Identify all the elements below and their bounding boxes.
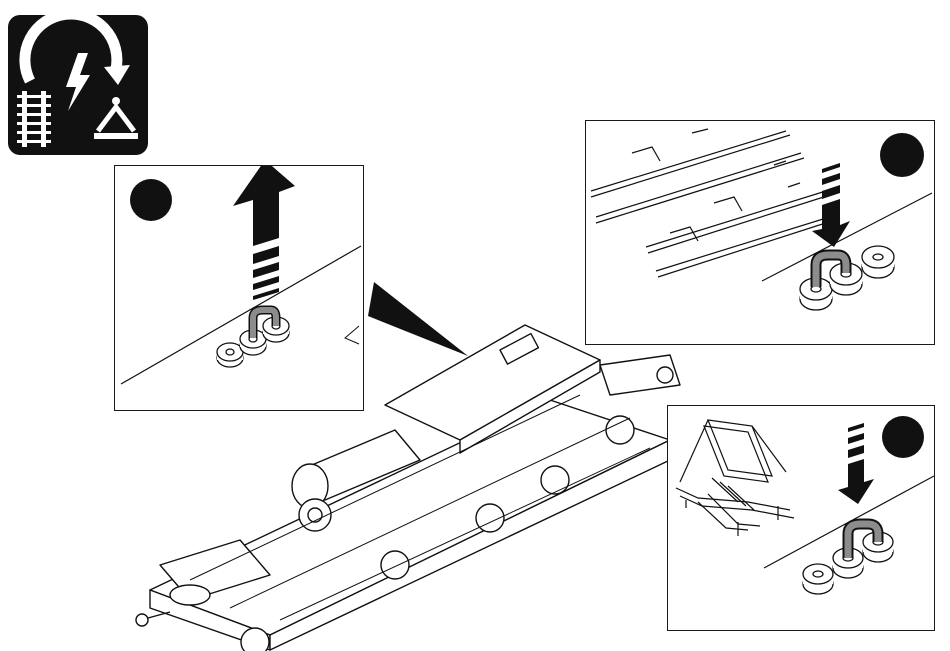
step-panel-remove-plug xyxy=(114,165,364,411)
step-badge xyxy=(880,133,924,177)
step-panel-catenary-position xyxy=(667,405,935,631)
jumper-plug xyxy=(803,524,893,594)
arrow-down-icon xyxy=(812,163,850,247)
jumper-plug xyxy=(800,246,894,310)
jumper-plug xyxy=(217,310,289,367)
callout-pointer xyxy=(368,280,478,360)
track-icon xyxy=(591,129,838,277)
step-panel-track-position xyxy=(585,120,935,345)
step-badge xyxy=(882,416,924,458)
step-badge xyxy=(130,179,172,221)
power-switch-icon xyxy=(8,15,148,155)
arrow-up-icon xyxy=(233,166,295,300)
arrow-down-icon xyxy=(838,423,874,504)
pantograph-icon xyxy=(676,420,794,536)
